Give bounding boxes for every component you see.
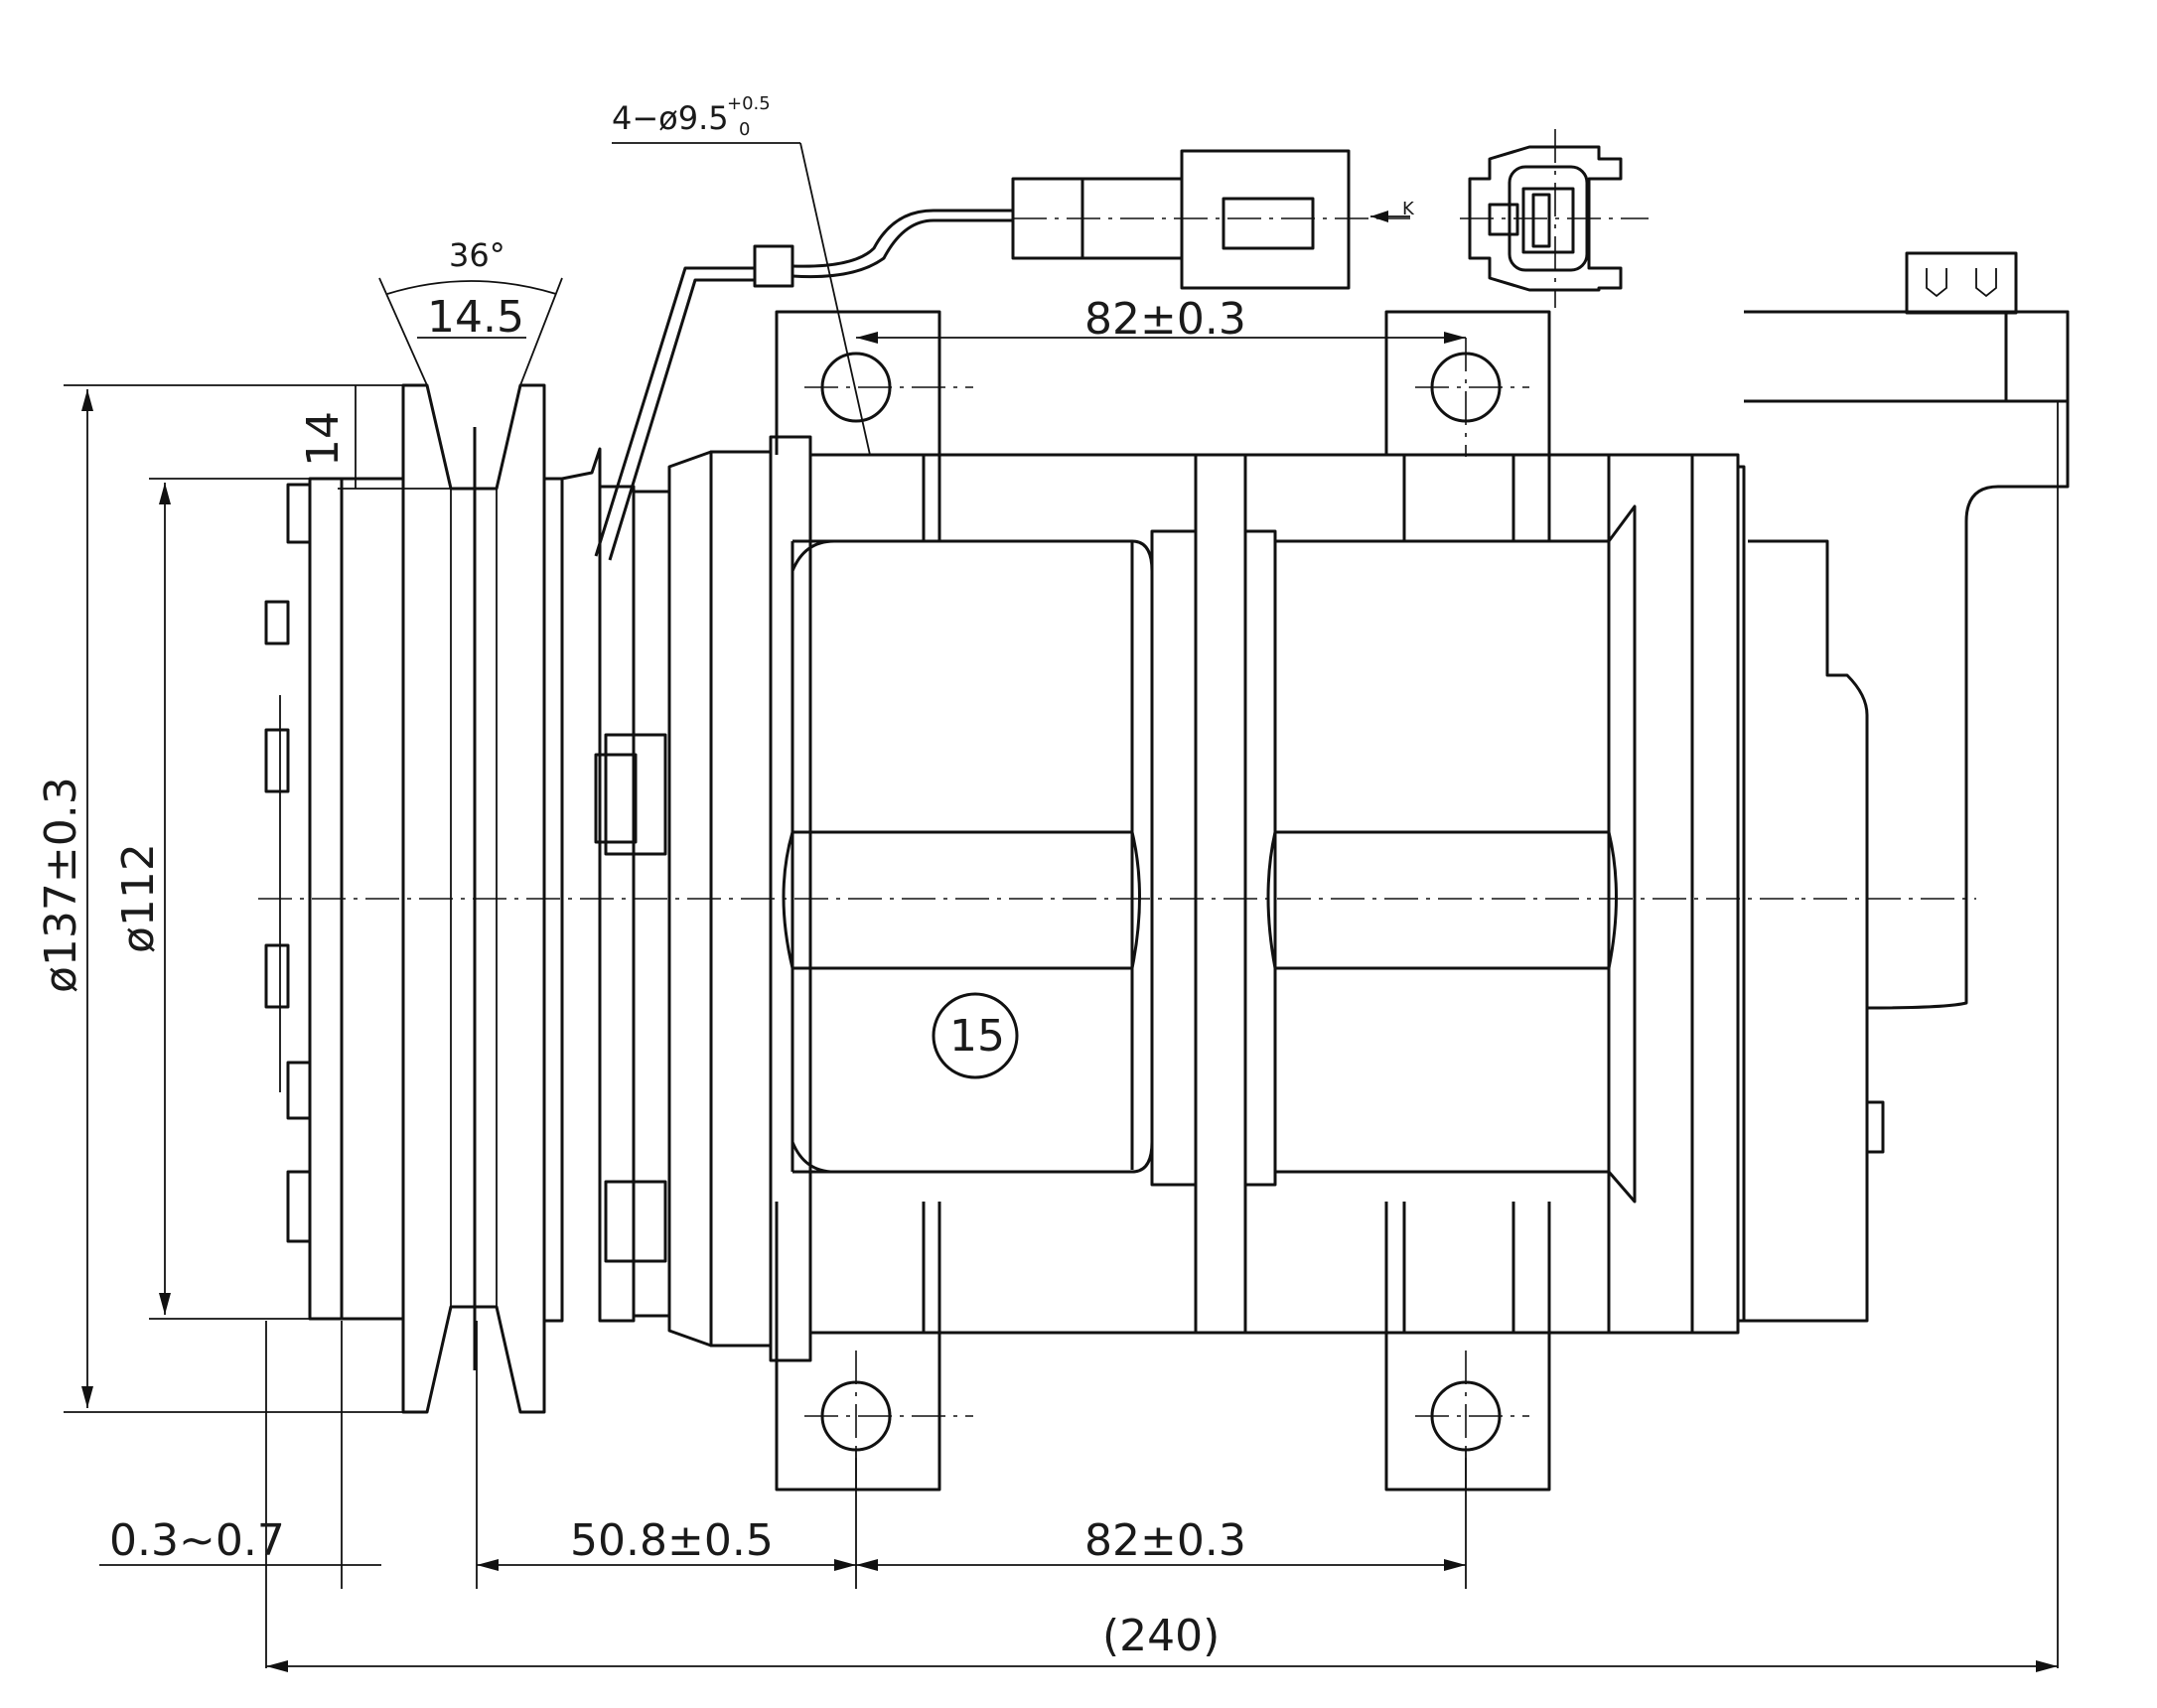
bottom-mount-spacing-label: 82±0.3 — [1084, 1515, 1246, 1566]
part-balloon-circle — [932, 992, 1019, 1079]
hole-spec-tol-lower: 0 — [739, 119, 750, 140]
hole-spec-label: 4−ø9.5 — [612, 99, 729, 137]
electrical-connector — [1011, 149, 1351, 290]
hole-spec-tol-upper: +0.5 — [727, 93, 771, 114]
groove-depth-label: 14 — [298, 411, 349, 467]
top-mount-spacing-label: 82±0.3 — [1084, 294, 1246, 345]
part-balloon-label: 15 — [949, 1011, 1005, 1062]
air-gap-label: 0.3~0.7 — [109, 1515, 285, 1566]
clutch-diameter-label: ø112 — [113, 843, 164, 953]
compressor-body — [782, 453, 1736, 1335]
mounting-ears — [775, 310, 1551, 1492]
wire-harness — [594, 209, 1013, 561]
groove-angle-label: 36° — [449, 236, 505, 274]
groove-width-label: 14.5 — [427, 292, 524, 343]
overall-length-label: (240) — [1102, 1611, 1220, 1661]
pulley-diameter-label: ø137±0.3 — [36, 777, 86, 993]
rear-head — [1635, 251, 2070, 1335]
center-lines — [258, 129, 1976, 1490]
pulley-to-mount-label: 50.8±0.5 — [570, 1515, 774, 1566]
dimension-lines — [64, 142, 2059, 1672]
view-arrow-label: K — [1402, 199, 1415, 219]
